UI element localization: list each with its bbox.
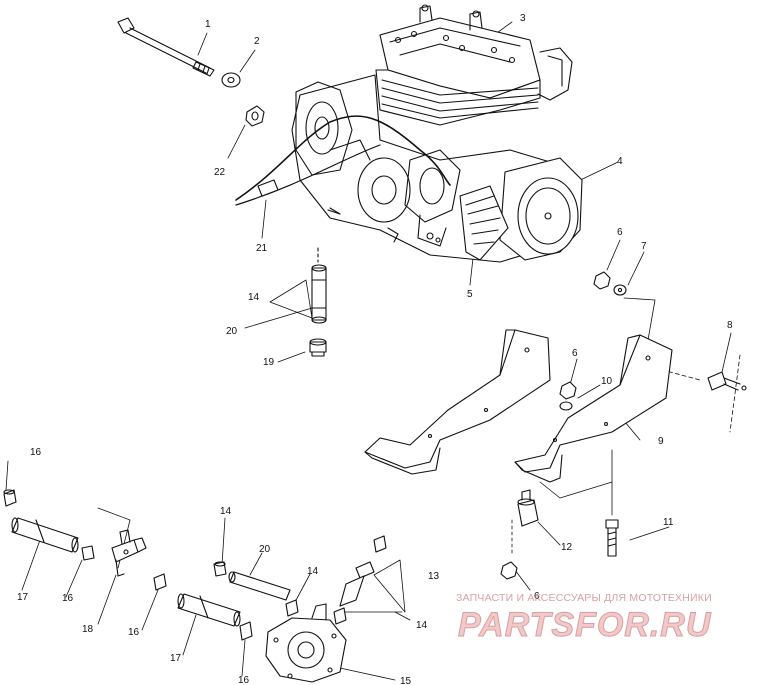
callout-1: 1 (205, 19, 211, 30)
callout-15: 15 (400, 676, 412, 685)
callout-14-b: 14 (220, 506, 232, 517)
washer-part-10 (559, 401, 573, 411)
bolt-part-1 (117, 17, 215, 77)
mount-bracket-left (364, 329, 551, 475)
cap-part-16-middle (81, 545, 95, 561)
callout-11: 11 (663, 517, 674, 528)
clamp-part-14-middle (285, 599, 299, 617)
washer-part-7 (613, 284, 627, 296)
callout-22: 22 (214, 167, 226, 178)
callout-3: 3 (520, 13, 526, 24)
callout-17-middle: 17 (170, 653, 182, 664)
callout-8: 8 (727, 320, 733, 331)
leader-dash (327, 209, 341, 215)
callout-7: 7 (641, 241, 647, 252)
tee-fitting-part-18 (111, 529, 147, 577)
callout-6-upper: 6 (617, 227, 623, 238)
callout-9: 9 (658, 436, 664, 447)
mount-bracket-right (514, 334, 673, 483)
watermark: ЗАПЧАСТИ И АКСЕССУАРЫ ДЛЯ МОТОТЕХНИКИ PA… (456, 592, 756, 652)
watermark-logo: PARTSFOR.RU (458, 606, 712, 645)
bolt-part-11 (605, 519, 619, 557)
nut-part-6-middle (559, 381, 577, 400)
callout-16-b: 16 (62, 593, 74, 604)
hose-part-17-left (11, 517, 79, 553)
callout-12: 12 (561, 542, 573, 553)
grommet-part-19 (309, 338, 327, 357)
callout-6-lower: 6 (534, 591, 540, 602)
callout-4: 4 (617, 156, 623, 167)
engine-assembly (235, 4, 583, 263)
cap-part-16-left (3, 489, 17, 507)
watermark-caption: ЗАПЧАСТИ И АКСЕССУАРЫ ДЛЯ МОТОТЕХНИКИ (456, 592, 712, 604)
rubber-mount-part-12 (517, 489, 539, 527)
leader-lines (5, 21, 741, 681)
callout-20-upper: 20 (226, 326, 238, 337)
stud-part-8 (707, 371, 747, 391)
hose-part-17-middle (177, 593, 241, 627)
washer-part-2 (221, 72, 241, 88)
cap-part-16-bottom (239, 621, 253, 641)
tube-part-20-upper (311, 247, 327, 324)
callout-19: 19 (263, 357, 275, 368)
svg-text:PARTSFOR.RU: PARTSFOR.RU (458, 606, 712, 644)
fitting-part-13 (333, 535, 387, 625)
callout-21: 21 (256, 243, 268, 254)
pump-housing-part-15 (265, 603, 347, 683)
callout-6-middle: 6 (572, 348, 578, 359)
callout-14-upper: 14 (248, 292, 260, 303)
callout-20-lower: 20 (259, 544, 271, 555)
callout-10: 10 (601, 376, 613, 387)
callout-16-d: 16 (238, 675, 250, 685)
cap-part-16-right (153, 573, 167, 591)
callout-13: 13 (428, 571, 440, 582)
callout-17-left: 17 (17, 592, 29, 603)
nut-part-6-upper (593, 271, 611, 290)
callout-2: 2 (254, 36, 260, 47)
callout-16-c: 16 (128, 627, 140, 638)
callout-14-d: 14 (416, 620, 428, 631)
nut-part-22 (245, 105, 265, 127)
tube-part-20-lower (228, 571, 291, 601)
callout-14-c: 14 (307, 566, 319, 577)
callout-5: 5 (467, 289, 473, 300)
callout-18: 18 (82, 624, 94, 635)
callout-16-a: 16 (30, 447, 42, 458)
clamp-part-14-left (213, 561, 227, 577)
nut-part-6-lower (500, 561, 518, 580)
